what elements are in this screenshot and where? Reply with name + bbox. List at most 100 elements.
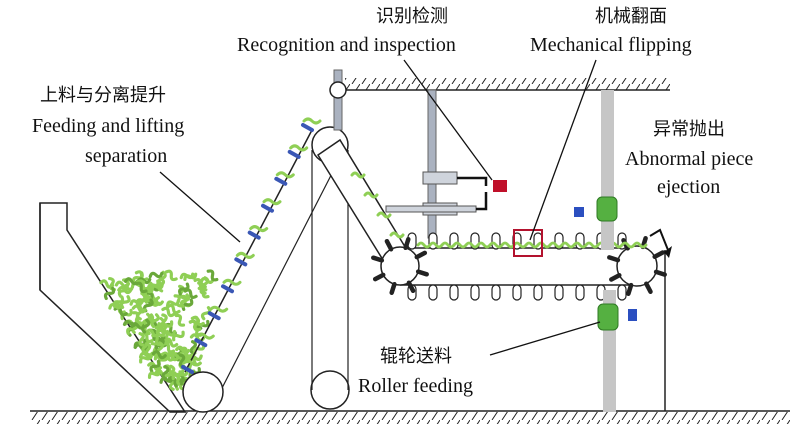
hopper-part [172,330,185,342]
hopper-part [135,305,144,321]
lift-part [302,117,322,125]
hopper-part [147,369,162,379]
belt-tooth [449,232,459,250]
roller-spike [609,273,622,282]
belt-part [416,241,432,249]
lift-part [289,144,309,152]
lift-flight [261,203,274,213]
hopper-part [133,343,149,352]
ejection-label-zh: 异常抛出 [653,119,725,140]
bottom-roller [182,371,224,413]
hopper-part [140,332,154,344]
hopper-part [178,353,186,369]
hopper-part [161,342,176,354]
sensor-rig [385,89,507,239]
ejection-label-en-1: Abnormal piece [625,148,753,170]
belt-part [428,241,444,249]
hopper-part [108,302,123,310]
roller-spike [607,255,621,263]
recognition-label-zh: 识别检测 [376,6,448,27]
hopper-part [197,286,210,299]
belt-part [488,241,504,249]
hopper-part [163,337,179,348]
lift-part [195,332,215,340]
hopper-part [206,269,219,282]
lift-part [275,171,295,179]
hopper-part [188,354,203,362]
hopper-part [166,303,181,315]
belt-part [452,241,468,249]
hopper-part [183,272,198,282]
belt-tooth [449,284,459,301]
roller-spike [406,280,416,294]
feeding-label-en-2: separation [85,145,167,167]
lift-part [209,305,229,313]
right-conveyor-roller [616,245,658,287]
feeding-label-zh: 上料与分离提升 [40,85,166,106]
hopper-part [183,288,198,300]
belt-part [584,241,600,249]
belt-teeth [371,232,667,301]
hopper-part [148,271,164,279]
hopper-part [149,359,161,373]
lift-part [182,359,202,367]
belt-tooth [575,284,585,301]
roller-feeding-label-zh: 辊轮送料 [380,346,452,367]
roller-feeding-label-en: Roller feeding [358,375,473,397]
hopper-part [141,318,151,334]
lift-flights [181,117,322,374]
lift-flight [221,284,234,294]
hopper-part [117,283,129,298]
hopper-part [139,353,152,364]
eject-arrow [649,228,669,251]
chute-part [376,211,392,219]
belt-part [464,241,480,249]
belt-tooth [428,284,438,301]
hopper-part [147,279,160,291]
top-bracket [329,69,347,131]
hopper-part [154,324,170,335]
ground [30,410,790,424]
belt-part [440,241,456,249]
ceiling [345,78,670,91]
lift-flight [181,365,194,374]
hopper-part [176,368,189,381]
lift-part [235,251,255,259]
idler-roller [310,370,350,410]
leader-lines [159,59,601,356]
belt-part [500,241,516,249]
feed-hopper [39,202,187,413]
lift-part [262,198,282,206]
hopper-part [192,342,206,355]
hopper-part [157,277,166,293]
lift-flight [234,257,248,267]
left-conveyor-roller [380,246,420,286]
lower-ejector [628,309,637,321]
roller-spike [371,255,385,263]
roller-spike [626,282,634,296]
belt-tooth [491,284,501,301]
lift-flight [247,230,261,240]
lower-roller [597,303,619,331]
roller-spike [415,269,429,277]
belt-tooth [512,284,522,301]
hopper-part [151,333,163,347]
belt-part [632,241,648,249]
chute-part [389,231,405,239]
hopper-part [151,350,167,360]
hopper-part [188,366,201,379]
upper-ejector [574,207,584,217]
belt-part [536,241,552,249]
hopper-parts [99,269,219,392]
roller-spike [652,250,665,259]
belt-tooth [491,232,501,250]
lift-flight [301,123,314,132]
lift-flight [274,176,288,186]
roller-spike [414,250,428,260]
hopper-part [126,322,138,336]
belt-tooth [554,284,564,301]
chute-part [350,171,366,179]
belt-part [548,241,564,249]
roller-spike [384,238,394,252]
